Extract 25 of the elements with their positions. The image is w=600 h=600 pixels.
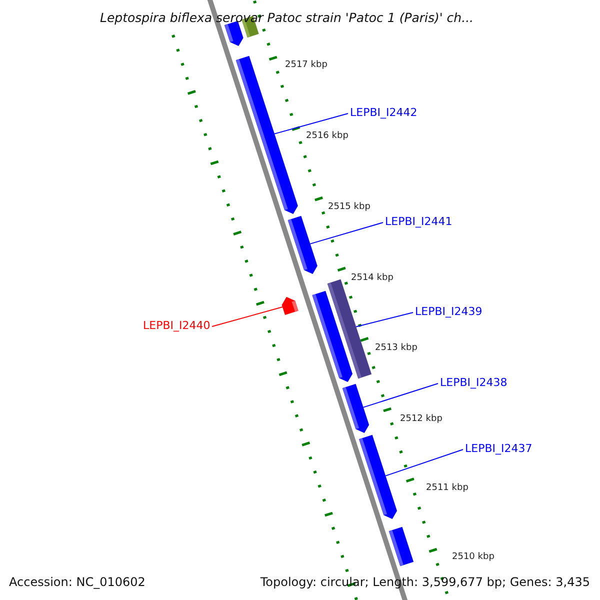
footer-text: Accession: NC_010602 xyxy=(8,575,146,589)
gene-label: LEPBI_I2442 xyxy=(350,107,418,118)
leader-line xyxy=(274,113,348,134)
leader-line xyxy=(356,312,414,328)
leader-line xyxy=(385,449,464,476)
scale-label: 2511 kbp xyxy=(426,484,468,493)
gene-label: LEPBI_I2438 xyxy=(440,377,508,388)
gene-label: LEPBI_I2441 xyxy=(385,216,452,227)
gene-block xyxy=(327,279,372,379)
scale-label: 2514 kbp xyxy=(351,274,394,283)
gene-block xyxy=(359,434,397,519)
gene-label: LEPBI_I2437 xyxy=(465,443,532,454)
leader-line xyxy=(212,306,283,327)
leader-line xyxy=(310,222,384,244)
gene-block xyxy=(224,20,244,46)
scale-label: 2517 kbp xyxy=(285,61,328,70)
gene-block xyxy=(388,526,414,566)
gene-block xyxy=(288,216,318,274)
footer-text: Topology: circular; Length: 3,599,677 bp; Genes: 3,435 xyxy=(259,575,591,589)
scale-label: 2510 kbp xyxy=(452,553,494,562)
gene-label: LEPBI_I2439 xyxy=(415,306,482,317)
gene-block xyxy=(342,384,370,433)
gene-block xyxy=(282,296,298,316)
gene-label: LEPBI_I2440 xyxy=(143,320,210,331)
leader-line xyxy=(362,383,438,408)
